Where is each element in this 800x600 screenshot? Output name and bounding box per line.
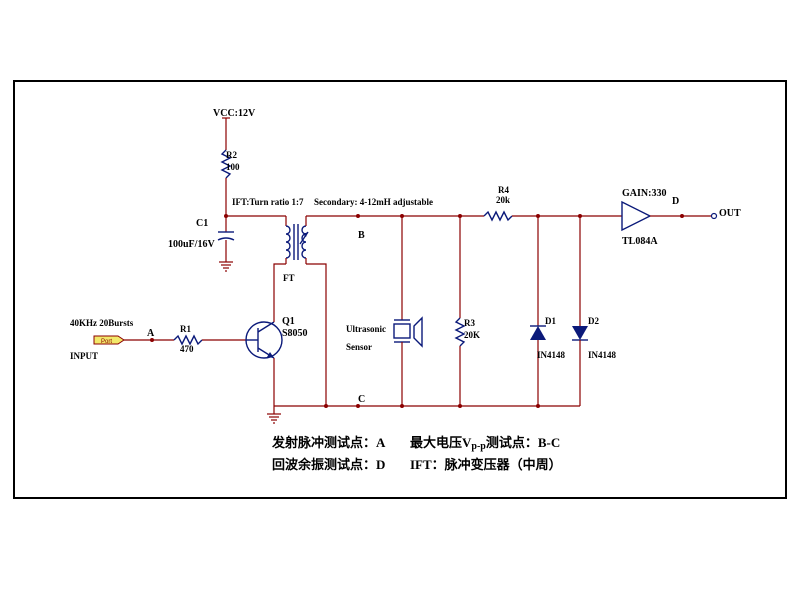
r4-value: 20k [496, 195, 510, 205]
capacitor-c1 [217, 216, 235, 262]
resistor-r4 [483, 210, 622, 222]
node-b-label: B [358, 230, 365, 241]
ground-q1 [267, 406, 281, 424]
ft-label: FT [283, 273, 295, 283]
legend-test-point-bc: 最大电压Vp-p测试点：B-C [410, 435, 560, 452]
diode-d2 [572, 216, 588, 406]
resistor-r1 [173, 334, 246, 346]
node-b-dot [356, 214, 360, 218]
q1-value: S8050 [282, 328, 308, 339]
sensor-label-2: Sensor [346, 342, 372, 352]
legend-vpp-prefix: 最大电压V [410, 435, 472, 450]
q1-name: Q1 [282, 316, 295, 327]
sensor-label-1: Ultrasonic [346, 324, 386, 334]
r3-name: R3 [464, 318, 475, 328]
r4-name: R4 [498, 185, 509, 195]
ift-label: IFT:Turn ratio 1:7 [232, 197, 304, 207]
input-bottom-label: INPUT [70, 351, 98, 361]
resistor-r3 [454, 216, 466, 406]
c1-value: 100uF/16V [168, 239, 215, 250]
diagram-border [13, 80, 787, 499]
legend-test-point-a: 发射脉冲测试点：A [271, 435, 386, 450]
r2-name: R2 [226, 150, 237, 160]
vcc-supply [222, 117, 230, 132]
resistor-r2 [220, 132, 232, 216]
transistor-q1 [245, 321, 283, 359]
d2-value: IN4148 [588, 350, 617, 360]
vcc-label: VCC:12V [213, 108, 256, 119]
r2-value: 100 [226, 162, 240, 172]
port-label: Port [101, 339, 112, 345]
gain-label: GAIN:330 [622, 188, 666, 199]
ground-c1 [219, 261, 233, 272]
junction-dot [324, 404, 328, 408]
node-c-label: C [358, 394, 365, 405]
legend-vpp-subscript: p-p [471, 441, 486, 452]
r3-value: 20K [464, 330, 480, 340]
c1-name: C1 [196, 218, 208, 229]
opamp-tl084a [621, 200, 718, 232]
ultrasonic-sensor [393, 216, 423, 406]
node-d-label: D [672, 196, 679, 207]
d2-name: D2 [588, 316, 599, 326]
node-d-dot [680, 214, 684, 218]
secondary-return-wire [306, 263, 327, 406]
ift-transformer [285, 216, 309, 264]
amp-label: TL084A [622, 236, 658, 247]
node-a-label: A [147, 328, 155, 339]
node-c-dot [356, 404, 360, 408]
diode-d1 [530, 216, 546, 406]
out-label: OUT [719, 208, 741, 219]
r1-value: 470 [180, 344, 194, 354]
secondary-label: Secondary: 4-12mH adjustable [314, 197, 433, 207]
d1-value: IN4148 [537, 350, 566, 360]
legend-vpp-suffix: 测试点：B-C [486, 435, 560, 450]
input-port [93, 335, 174, 345]
input-top-label: 40KHz 20Bursts [70, 318, 134, 328]
legend-test-point-d: 回波余振测试点：D [272, 457, 385, 472]
collector-wire [273, 263, 286, 322]
node-a-dot [150, 338, 154, 342]
legend-ift-note: IFT：脉冲变压器（中周） [410, 457, 562, 472]
r1-name: R1 [180, 324, 191, 334]
d1-name: D1 [545, 316, 556, 326]
